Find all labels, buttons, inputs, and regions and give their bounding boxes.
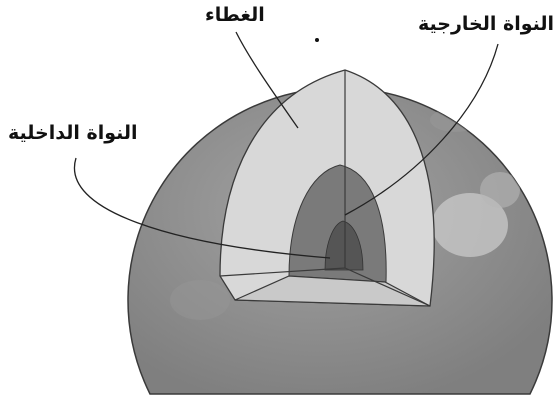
outer-core-label: النواة الخارجية bbox=[418, 13, 554, 35]
inner-core-label: النواة الداخلية bbox=[8, 122, 138, 144]
crust-label: الغطاء bbox=[205, 4, 265, 26]
